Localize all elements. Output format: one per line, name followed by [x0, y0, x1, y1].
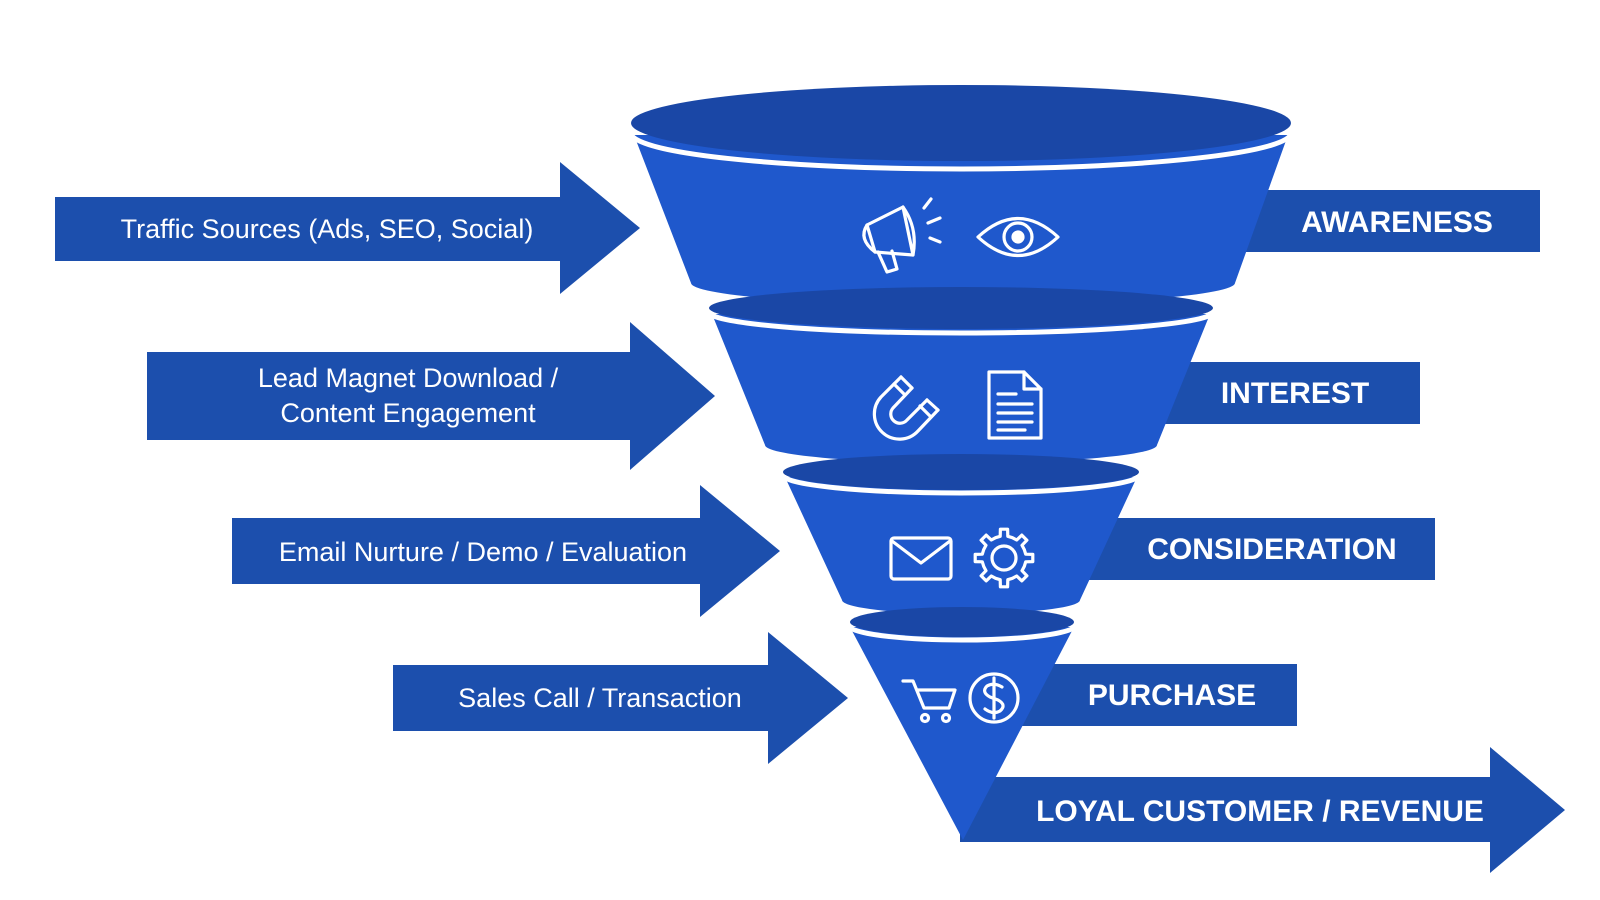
input-label-lead-magnet-line1: Lead Magnet Download /: [258, 363, 559, 393]
stage-label-interest-box: INTEREST: [1130, 362, 1420, 424]
funnel-segment-consideration: [780, 454, 1142, 614]
envelope-icon: [889, 536, 953, 581]
input-arrow-traffic-sources: Traffic Sources (Ads, SEO, Social): [55, 162, 640, 294]
stage-label-purchase: PURCHASE: [1088, 679, 1256, 712]
segment-top-rim: [850, 607, 1074, 637]
segment-top-rim: [631, 85, 1291, 161]
segment-separator: [628, 132, 1294, 172]
input-arrow-lead-magnet: Lead Magnet Download / Content Engagemen…: [147, 322, 715, 470]
funnel-segment-awareness: [628, 85, 1294, 305]
document-icon: [987, 370, 1043, 440]
segment-separator: [780, 474, 1142, 496]
stage-label-consideration: CONSIDERATION: [1147, 533, 1396, 566]
shopping-cart-icon: [901, 679, 957, 724]
output-label-loyal-customer: LOYAL CUSTOMER / REVENUE: [1036, 795, 1484, 828]
input-label-lead-magnet-line2: Content Engagement: [280, 398, 536, 428]
arrow-shape: [55, 162, 640, 294]
dollar-coin-icon: [968, 672, 1020, 724]
input-label-sales-call: Sales Call / Transaction: [458, 683, 742, 713]
magnet-icon: [872, 375, 940, 441]
input-label-email-nurture: Email Nurture / Demo / Evaluation: [279, 537, 687, 567]
segment-top-rim: [709, 287, 1213, 329]
input-label-traffic-sources: Traffic Sources (Ads, SEO, Social): [121, 214, 534, 244]
segment-separator: [706, 311, 1216, 336]
megaphone-icon: [862, 197, 942, 274]
segment-body: [785, 477, 1137, 614]
input-arrow-email-nurture: Email Nurture / Demo / Evaluation: [232, 485, 780, 617]
funnel: [628, 85, 1294, 840]
segment-body: [712, 314, 1210, 463]
stage-label-awareness: AWARENESS: [1301, 206, 1493, 239]
eye-icon: [976, 216, 1060, 258]
arrow-shape: [232, 485, 780, 617]
input-arrow-sales-call: Sales Call / Transaction: [393, 632, 848, 764]
label-box: [1070, 518, 1435, 580]
segment-separator: [845, 624, 1079, 643]
stage-label-consideration-box: CONSIDERATION: [1070, 518, 1435, 580]
arrow-shape: [147, 322, 715, 470]
stage-label-interest: INTEREST: [1221, 377, 1369, 410]
segment-top-rim: [783, 454, 1139, 490]
segment-body: [634, 135, 1288, 305]
gear-icon: [973, 527, 1035, 589]
output-arrow-loyal-customer: LOYAL CUSTOMER / REVENUE: [960, 747, 1565, 873]
label-box: [1015, 664, 1297, 726]
stage-label-purchase-box: PURCHASE: [1015, 664, 1297, 726]
arrow-shape: [960, 747, 1565, 873]
arrow-shape: [393, 632, 848, 764]
funnel-segment-interest: [706, 287, 1216, 463]
